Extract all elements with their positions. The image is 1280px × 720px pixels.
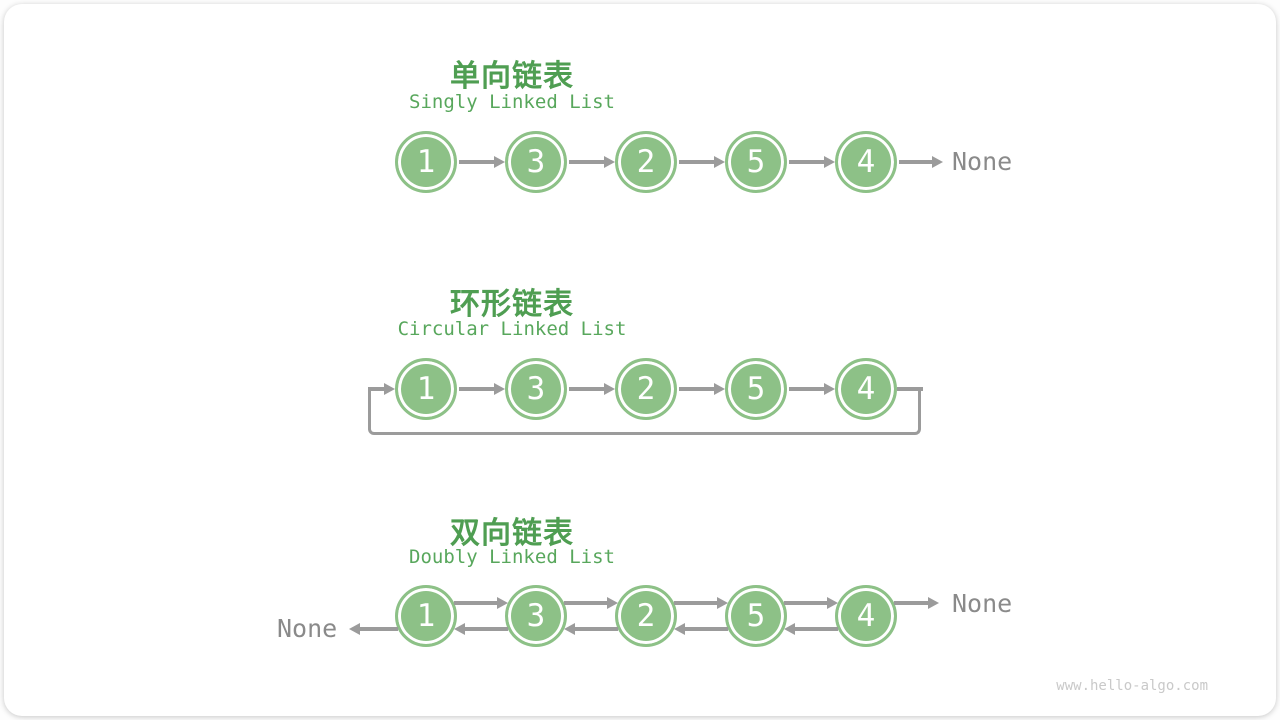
list-node: 5 <box>725 585 787 647</box>
singly-title-en: Singly Linked List <box>409 91 615 113</box>
node-value: 4 <box>856 597 876 634</box>
loop-back-path-top-right <box>897 387 923 391</box>
list-node: 2 <box>615 131 677 193</box>
node-value: 1 <box>416 143 436 180</box>
list-node: 4 <box>835 585 897 647</box>
doubly-title-zh: 双向链表 <box>450 516 574 551</box>
node-value: 4 <box>856 370 876 407</box>
null-pointer-arrow-icon <box>899 160 932 164</box>
next-pointer-arrow-icon <box>789 160 824 164</box>
node-value: 1 <box>416 597 436 634</box>
node-value: 5 <box>746 370 766 407</box>
next-pointer-arrow-icon <box>784 601 827 605</box>
next-pointer-arrow-icon <box>454 601 497 605</box>
node-value: 3 <box>526 370 546 407</box>
list-node: 1 <box>395 585 457 647</box>
prev-pointer-arrow-icon <box>685 627 728 631</box>
list-node: 1 <box>395 131 457 193</box>
prev-pointer-arrow-icon <box>795 627 838 631</box>
list-node: 1 <box>395 358 457 420</box>
list-node: 4 <box>835 358 897 420</box>
list-node: 3 <box>505 131 567 193</box>
next-pointer-arrow-icon <box>789 387 824 391</box>
next-pointer-arrow-icon <box>564 601 607 605</box>
node-value: 5 <box>746 597 766 634</box>
prev-pointer-arrow-icon <box>465 627 508 631</box>
node-value: 5 <box>746 143 766 180</box>
node-value: 3 <box>526 597 546 634</box>
node-value: 2 <box>636 370 656 407</box>
node-value: 2 <box>636 143 656 180</box>
node-value: 2 <box>636 597 656 634</box>
list-node: 5 <box>725 131 787 193</box>
next-pointer-arrow-icon <box>459 160 494 164</box>
singly-title-zh: 单向链表 <box>450 59 574 94</box>
prev-pointer-arrow-icon <box>575 627 618 631</box>
loop-back-arrow-icon <box>368 387 384 391</box>
circular-title-en: Circular Linked List <box>397 318 627 340</box>
node-value: 1 <box>416 370 436 407</box>
watermark: www.hello-algo.com <box>1056 678 1208 694</box>
list-node: 5 <box>725 358 787 420</box>
next-pointer-arrow-icon <box>569 387 604 391</box>
list-node: 3 <box>505 585 567 647</box>
next-pointer-arrow-icon <box>679 387 714 391</box>
next-pointer-arrow-icon <box>569 160 604 164</box>
next-pointer-arrow-icon <box>679 160 714 164</box>
list-node: 3 <box>505 358 567 420</box>
next-pointer-arrow-icon <box>459 387 494 391</box>
doubly-title-en: Doubly Linked List <box>409 546 615 568</box>
loop-back-path <box>368 389 921 435</box>
list-node: 4 <box>835 131 897 193</box>
null-pointer-arrow-icon <box>894 601 928 605</box>
none-label-left: None <box>277 614 338 643</box>
none-label: None <box>952 147 1013 176</box>
circular-title-zh: 环形链表 <box>450 287 574 322</box>
node-value: 4 <box>856 143 876 180</box>
node-value: 3 <box>526 143 546 180</box>
none-label-right: None <box>952 589 1013 618</box>
list-node: 2 <box>615 358 677 420</box>
null-pointer-arrow-icon <box>360 627 398 631</box>
list-node: 2 <box>615 585 677 647</box>
diagram-card: 单向链表 Singly Linked List 1 3 2 5 4 None 环… <box>4 4 1276 716</box>
next-pointer-arrow-icon <box>674 601 717 605</box>
